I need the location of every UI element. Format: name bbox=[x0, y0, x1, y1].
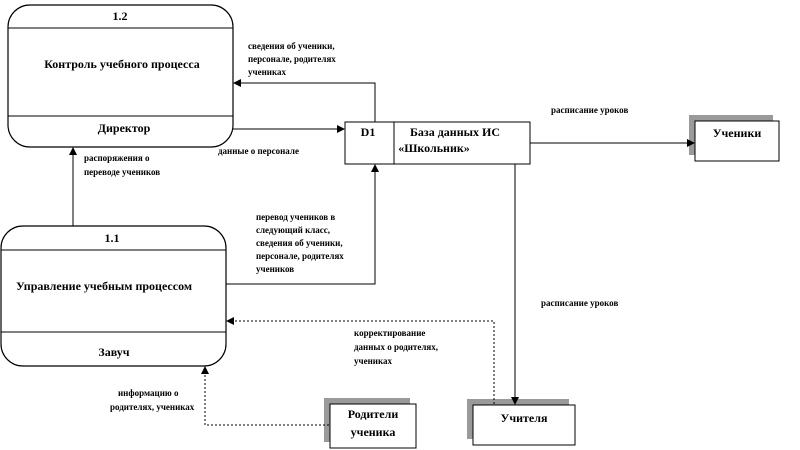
entity-teachers-label: Учителя bbox=[501, 411, 548, 425]
process-1-1-actor: Завуч bbox=[98, 345, 129, 359]
entity-teachers[interactable]: Учителя bbox=[467, 399, 576, 446]
entity-parents[interactable]: Родители ученика bbox=[324, 398, 417, 449]
flow-label: распоряжения о bbox=[84, 153, 150, 163]
flow-label: следующий класс, bbox=[256, 225, 330, 235]
datastore-line2: «Школьник» bbox=[398, 141, 470, 155]
flow-label: расписание уроков bbox=[551, 105, 628, 115]
process-1-2-title: Контроль учебного процесса bbox=[44, 57, 200, 71]
flow-control-to-db: данные о персонале bbox=[218, 125, 345, 156]
entity-parents-line1: Родители bbox=[348, 407, 399, 421]
process-1-2-number: 1.2 bbox=[113, 9, 128, 23]
entity-parents-line2: ученика bbox=[351, 425, 396, 439]
flow-db-to-teachers: расписание уроков bbox=[511, 164, 618, 405]
flow-mgmt-to-db: перевод учеников в следующий класс, свед… bbox=[226, 164, 379, 285]
flow-parents-to-mgmt: информацию о родителях, учениках bbox=[110, 366, 329, 426]
flow-db-to-students: расписание уроков bbox=[530, 105, 695, 147]
datastore-id: D1 bbox=[361, 125, 376, 139]
flow-label: данных о родителях, bbox=[354, 342, 438, 352]
flow-teachers-to-mgmt: корректирование данных о родителях, учен… bbox=[226, 317, 495, 404]
flow-label: переводе учеников bbox=[84, 167, 160, 177]
flow-label: персонале, родителях bbox=[256, 251, 344, 261]
process-1-2[interactable]: 1.2 Контроль учебного процесса Директор bbox=[7, 4, 234, 148]
process-1-1-number: 1.1 bbox=[105, 231, 120, 245]
flow-label: корректирование bbox=[354, 328, 425, 338]
process-1-2-actor: Директор bbox=[98, 121, 151, 135]
flow-db-to-control: сведения об ученики, персонале, родителя… bbox=[233, 41, 376, 122]
flow-label: сведения об ученики, bbox=[248, 41, 335, 51]
datastore-line1: База данных ИС bbox=[410, 125, 500, 139]
datastore-d1[interactable]: D1 База данных ИС «Школьник» bbox=[344, 121, 531, 165]
flow-label: информацию о bbox=[118, 388, 179, 398]
entity-students-label: Ученики bbox=[713, 126, 762, 140]
flow-label: данные о персонале bbox=[218, 146, 299, 156]
entity-students[interactable]: Ученики bbox=[689, 115, 780, 162]
process-1-1[interactable]: 1.1 Управление учебным процессом Завуч bbox=[0, 225, 227, 367]
flow-mgmt-to-control: распоряжения о переводе учеников bbox=[69, 147, 160, 226]
flow-label: персонале, родителях bbox=[248, 54, 336, 64]
flow-label: расписание уроков bbox=[541, 298, 618, 308]
flow-label: сведения об ученики, bbox=[256, 238, 343, 248]
flow-label: учеников bbox=[256, 264, 294, 274]
flow-label: учениках bbox=[354, 356, 392, 366]
flow-label: родителях, учениках bbox=[110, 402, 195, 412]
flow-label: перевод учеников в bbox=[256, 212, 335, 222]
flow-label: учениках bbox=[248, 67, 286, 77]
process-1-1-title: Управление учебным процессом bbox=[16, 279, 192, 293]
